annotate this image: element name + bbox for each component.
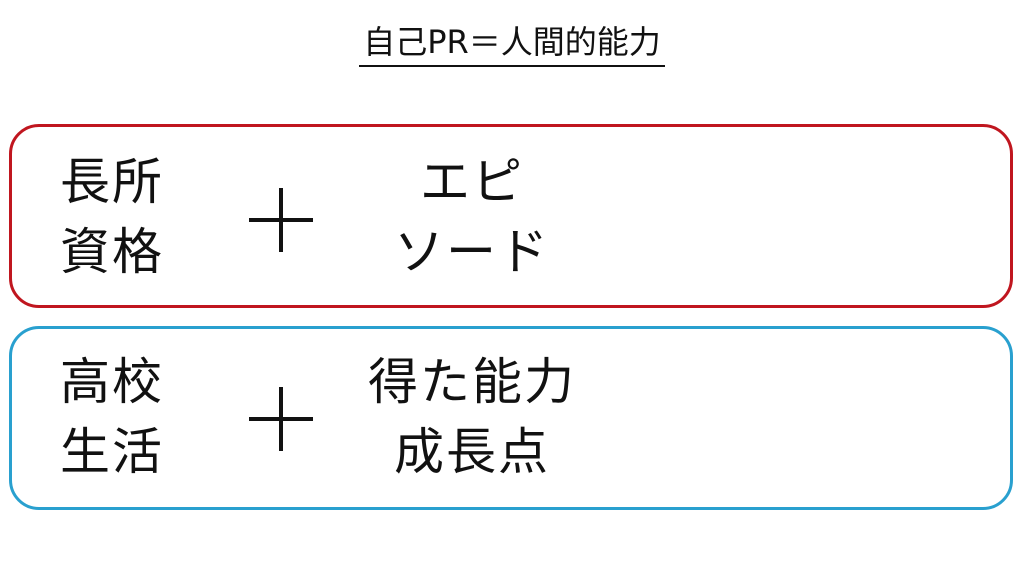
right-term-group: 得た能力 成長点 [342, 347, 602, 487]
left-term-group: 高校 生活 [60, 347, 190, 487]
right-term-line: 得た能力 [368, 353, 576, 411]
right-term-group: エピ ソード [367, 147, 577, 287]
slide-title: 自己PR＝人間的能力 [359, 21, 665, 67]
left-term-group: 長所 資格 [60, 147, 190, 287]
left-term-line: 高校 [60, 353, 164, 411]
row-box-strengths: 長所 資格 エピ ソード [9, 124, 1013, 308]
left-term-line: 生活 [60, 423, 164, 481]
plus-icon [246, 188, 316, 258]
left-term-line: 長所 [60, 153, 164, 211]
left-term-line: 資格 [60, 223, 164, 281]
right-term-line: エピ [420, 153, 524, 211]
plus-icon [246, 387, 316, 457]
row-box-school-life: 高校 生活 得た能力 成長点 [9, 326, 1013, 510]
right-term-line: 成長点 [394, 423, 550, 481]
right-term-line: ソード [394, 223, 550, 281]
slide-title-container: 自己PR＝人間的能力 [0, 18, 1024, 67]
